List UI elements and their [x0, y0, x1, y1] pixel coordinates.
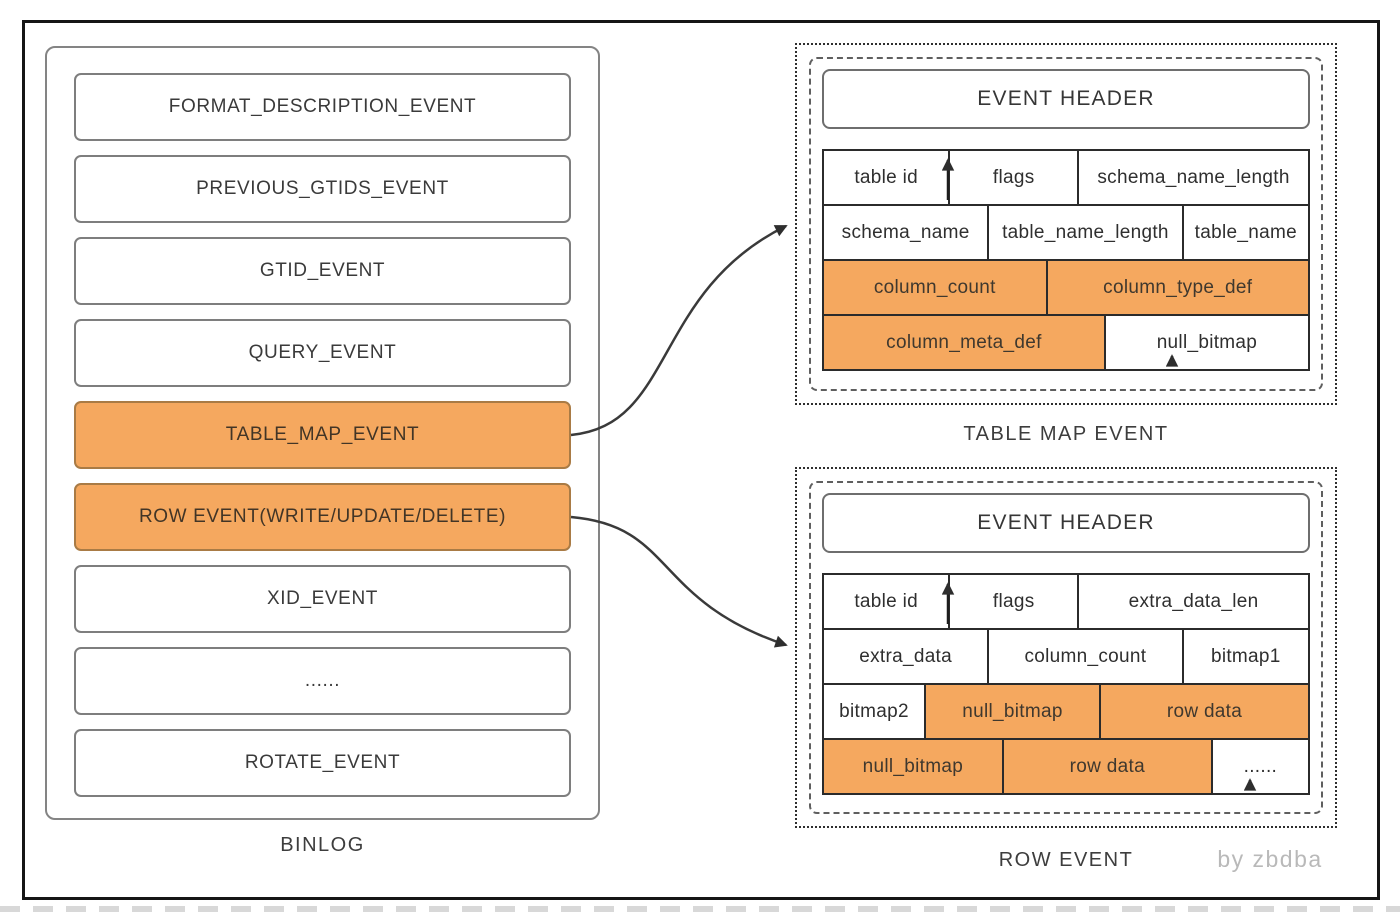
table-map-cell-flags: flags: [949, 150, 1079, 205]
row-event-cell-bitmap2: bitmap2: [823, 684, 926, 739]
table-map-cell-table-name-length: table_name_length: [988, 205, 1183, 260]
binlog-event-format-description-event: FORMAT_DESCRIPTION_EVENT: [74, 73, 571, 141]
table-map-cell-table-name: table_name: [1182, 205, 1309, 260]
binlog-container: FORMAT_DESCRIPTION_EVENT PREVIOUS_GTIDS_E…: [45, 46, 600, 820]
row-event-cell-bitmap1: bitmap1: [1182, 629, 1309, 684]
table-map-cell-table-id: table id: [823, 150, 950, 205]
table-map-cell-column-count: column_count: [823, 260, 1047, 315]
row-event-cell-extra-data-len: extra_data_len: [1078, 574, 1309, 629]
table-map-cell-column-meta-def: column_meta_def: [823, 315, 1105, 370]
row-event-cell-null-bitmap: null_bitmap: [823, 739, 1003, 794]
row-event-cell-table-id: table id: [823, 574, 950, 629]
binlog-event-ellipsis: ......: [74, 647, 571, 715]
binlog-event-query-event: QUERY_EVENT: [74, 319, 571, 387]
row-event-cell-row-data: row data: [1100, 684, 1309, 739]
row-event-cell-null-bitmap: null_bitmap: [925, 684, 1100, 739]
table-map-event-header: EVENT HEADER: [822, 69, 1310, 129]
row-event-cell-extra-data: extra_data: [823, 629, 989, 684]
table-map-event-caption: TABLE MAP EVENT: [963, 423, 1169, 445]
binlog-event-previous-gtids-event: PREVIOUS_GTIDS_EVENT: [74, 155, 571, 223]
row-event-header: EVENT HEADER: [822, 493, 1310, 553]
watermark: by zbdba: [1217, 846, 1323, 872]
table-map-cell-schema-name: schema_name: [823, 205, 989, 260]
row-event-cell-column-count: column_count: [988, 629, 1183, 684]
row-event-caption: ROW EVENT: [998, 849, 1134, 871]
binlog-event-row-event-write-update-delete: ROW EVENT(WRITE/UPDATE/DELETE): [74, 483, 571, 551]
binlog-event-xid-event: XID_EVENT: [74, 565, 571, 633]
row-event-cell-row-data: row data: [1002, 739, 1212, 794]
bottom-cropped-dashes: [0, 906, 1400, 912]
row-event-cell-ellipsis: ......: [1211, 739, 1309, 794]
table-map-cell-null-bitmap: null_bitmap: [1104, 315, 1309, 370]
binlog-event-table-map-event: TABLE_MAP_EVENT: [74, 401, 571, 469]
table-map-cell-column-type-def: column_type_def: [1046, 260, 1309, 315]
row-event-cell-flags: flags: [949, 574, 1079, 629]
binlog-event-gtid-event: GTID_EVENT: [74, 237, 571, 305]
table-map-cell-schema-name-length: schema_name_length: [1078, 150, 1309, 205]
binlog-event-rotate-event: ROTATE_EVENT: [74, 729, 571, 797]
binlog-caption: BINLOG: [280, 834, 365, 856]
